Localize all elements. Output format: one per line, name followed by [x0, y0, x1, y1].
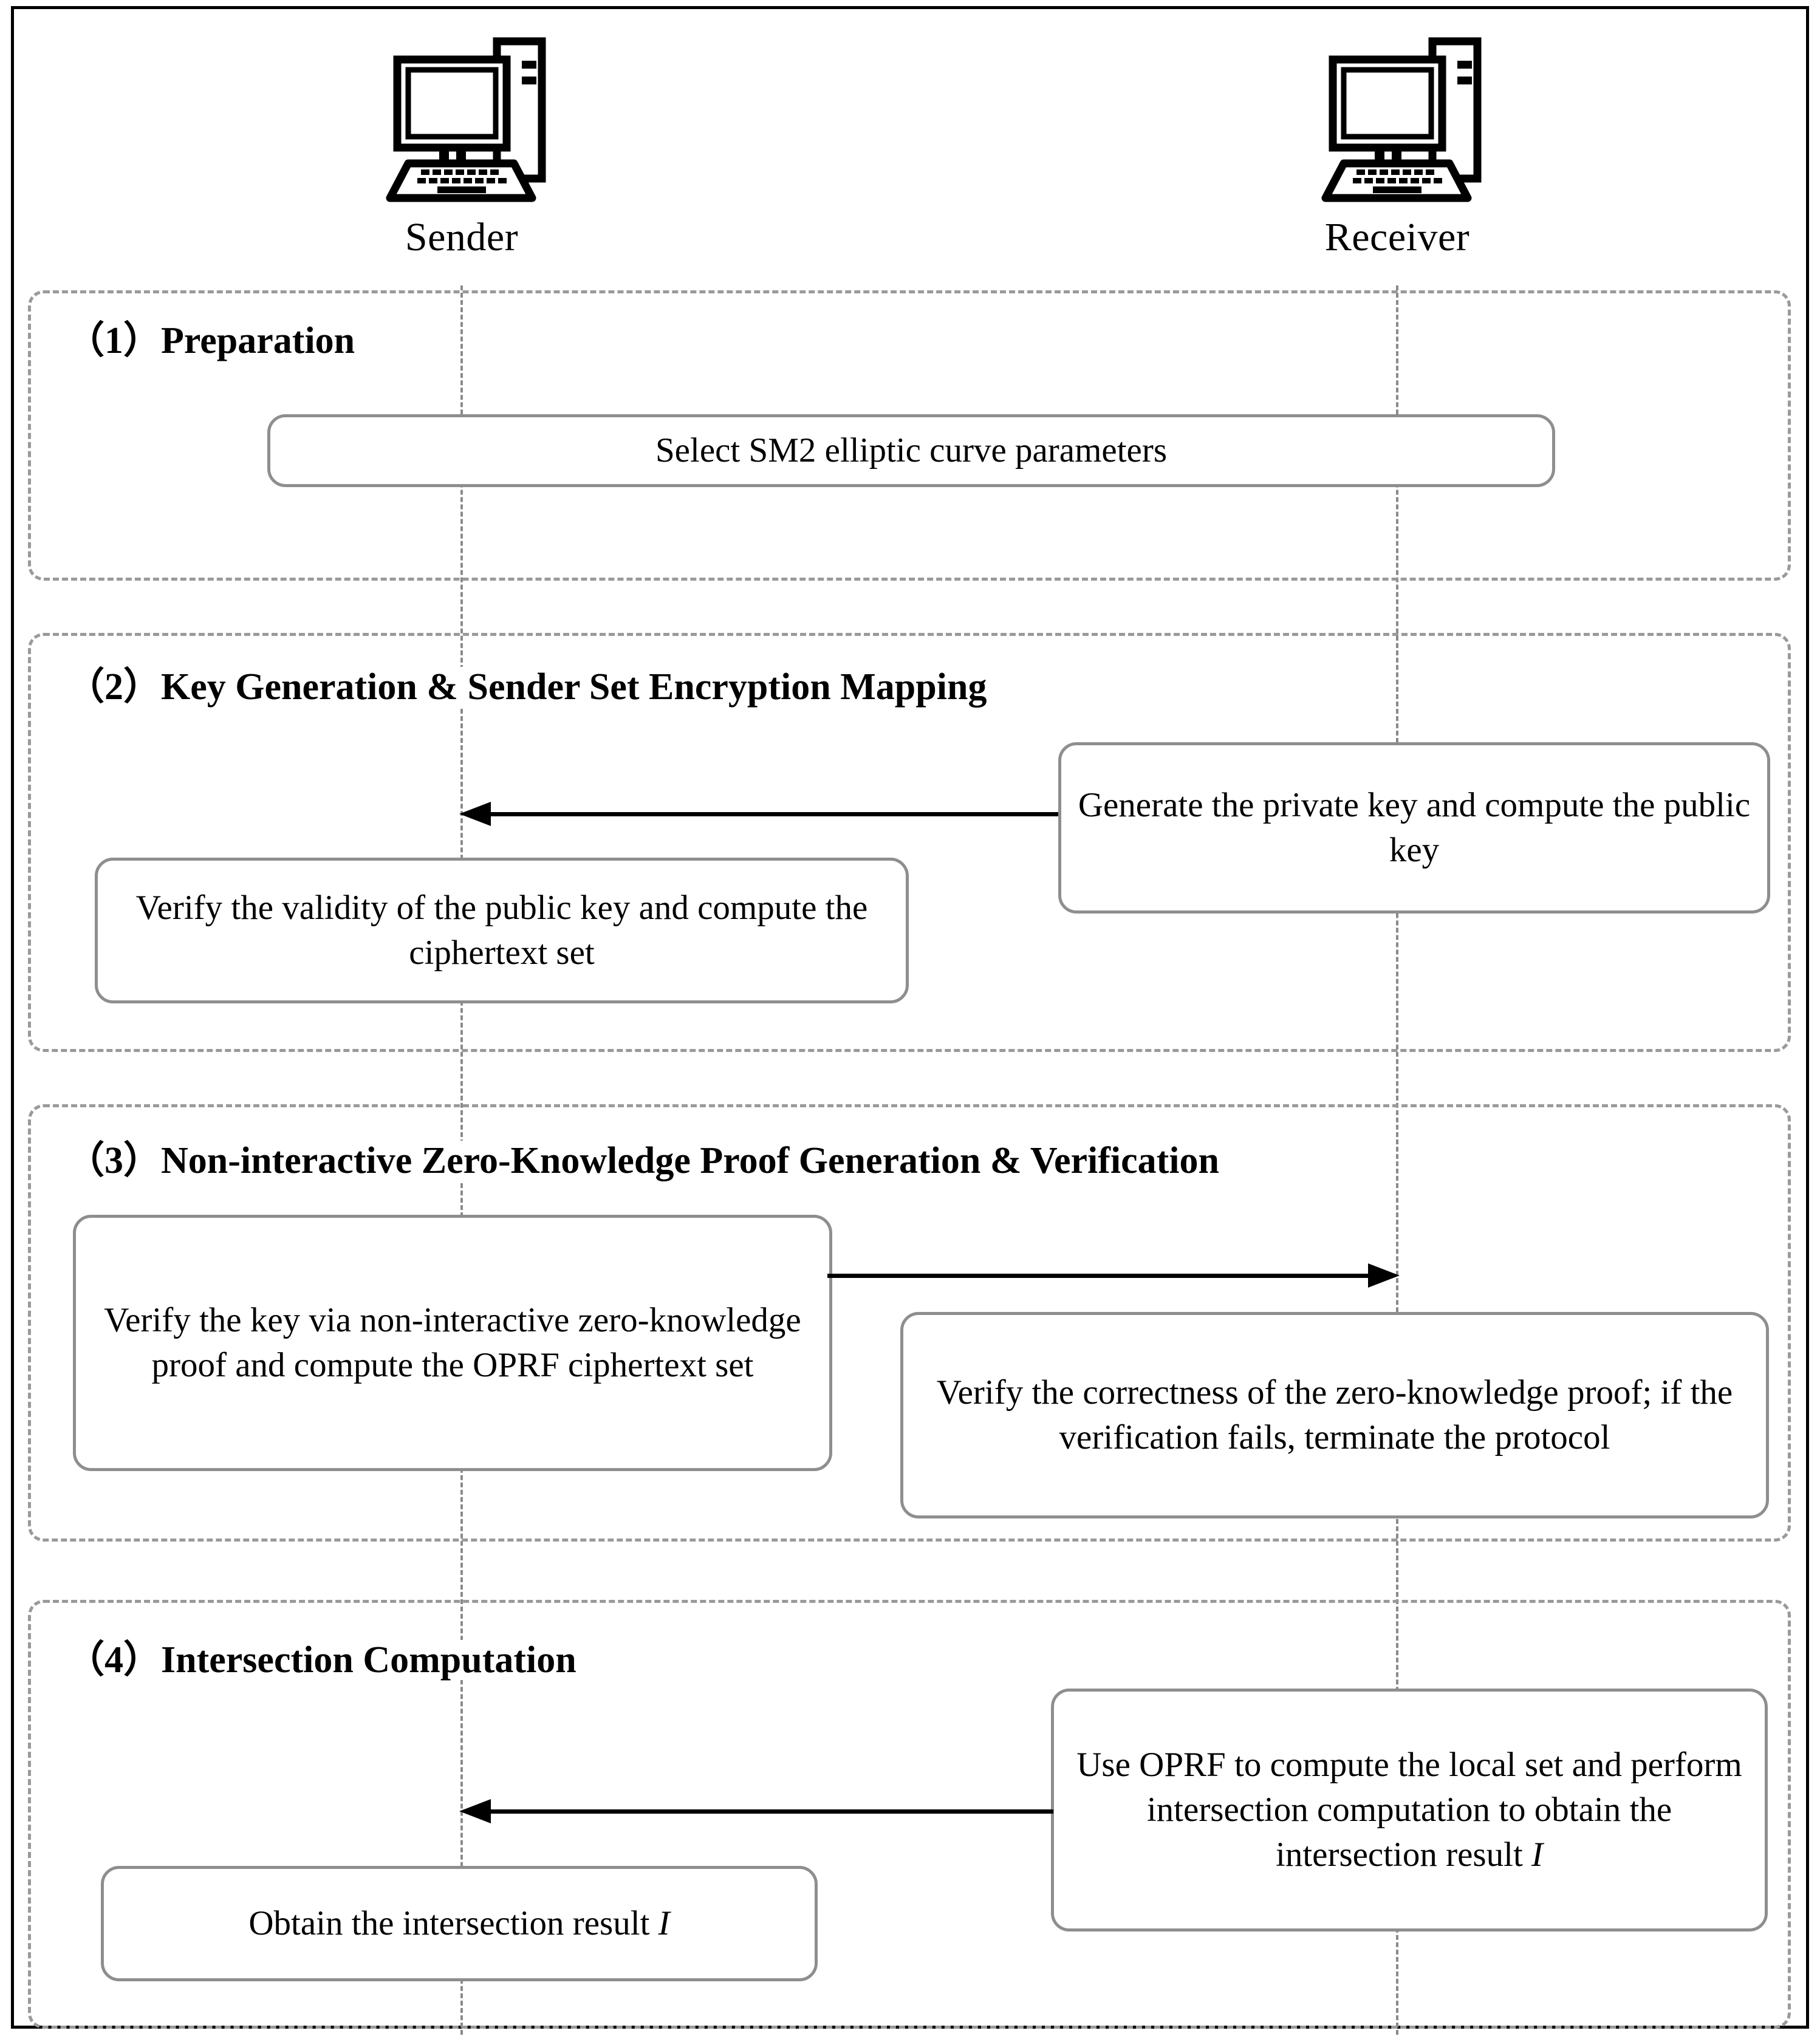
phase-number-1: （1） [67, 320, 162, 361]
arrow-shaft [487, 812, 1058, 816]
phase-number-2: （2） [67, 666, 162, 708]
phase-title-key-generation: （2）Key Generation & Sender Set Encryptio… [67, 667, 993, 707]
phase-number-4: （4） [67, 1639, 162, 1681]
message-box-use-oprf-compute[interactable]: Use OPRF to compute the local set and pe… [1051, 1689, 1768, 1931]
message-text: Verify the correctness of the zero-knowl… [936, 1373, 1733, 1457]
phase-label-3: Non-interactive Zero-Knowledge Proof Gen… [161, 1140, 1220, 1181]
phase-number-3: （3） [67, 1140, 162, 1181]
message-text: Verify the validity of the public key an… [135, 888, 868, 972]
message-text: Obtain the intersection result I [248, 1904, 670, 1942]
arrow-head-left-icon [459, 1799, 491, 1823]
party-receiver: Receiver [1270, 12, 1525, 258]
message-text: Use OPRF to compute the local set and pe… [1076, 1745, 1742, 1874]
receiver-label: Receiver [1324, 215, 1470, 259]
receiver-computer-icon [1270, 12, 1525, 213]
message-text: Select SM2 elliptic curve parameters [655, 431, 1168, 470]
party-sender: Sender [334, 12, 589, 258]
message-box-verify-public-key[interactable]: Verify the validity of the public key an… [95, 858, 909, 1003]
phase-label-2: Key Generation & Sender Set Encryption M… [161, 666, 987, 708]
arrow-receiver-to-sender-public-key [459, 802, 1058, 826]
symbol-intersection-result: I [1531, 1836, 1544, 1874]
arrow-receiver-to-sender-result [459, 1799, 1053, 1823]
message-text: Verify the key via non-interactive zero-… [104, 1300, 801, 1384]
phase-panel-preparation [28, 290, 1791, 581]
sender-label: Sender [405, 215, 519, 259]
arrow-shaft [487, 1809, 1053, 1814]
phase-title-intersection: （4）Intersection Computation [67, 1640, 583, 1680]
arrow-sender-to-receiver-proof [827, 1263, 1400, 1288]
phase-label-4: Intersection Computation [161, 1639, 576, 1681]
phase-title-preparation: （1）Preparation [67, 321, 361, 361]
message-box-generate-private-key[interactable]: Generate the private key and compute the… [1058, 742, 1770, 914]
arrow-shaft [827, 1274, 1372, 1278]
phase-panel-intersection [28, 1600, 1791, 2029]
phase-panel-key-generation [28, 633, 1791, 1052]
arrow-head-right-icon [1368, 1263, 1400, 1288]
phase-panel-zkp [28, 1104, 1791, 1542]
arrow-head-left-icon [459, 802, 491, 826]
message-box-verify-zkp-correctness[interactable]: Verify the correctness of the zero-knowl… [900, 1312, 1769, 1518]
lifeline-receiver [1396, 285, 1398, 2035]
message-box-select-params[interactable]: Select SM2 elliptic curve parameters [267, 414, 1555, 487]
phase-label-1: Preparation [161, 320, 355, 361]
symbol-intersection-result: I [658, 1904, 670, 1942]
sender-computer-icon [334, 12, 589, 213]
phase-title-zkp: （3）Non-interactive Zero-Knowledge Proof … [67, 1140, 1226, 1181]
message-box-obtain-result[interactable]: Obtain the intersection result I [101, 1866, 818, 1981]
message-text: Generate the private key and compute the… [1078, 785, 1751, 869]
message-box-verify-key-nizk[interactable]: Verify the key via non-interactive zero-… [73, 1215, 832, 1471]
